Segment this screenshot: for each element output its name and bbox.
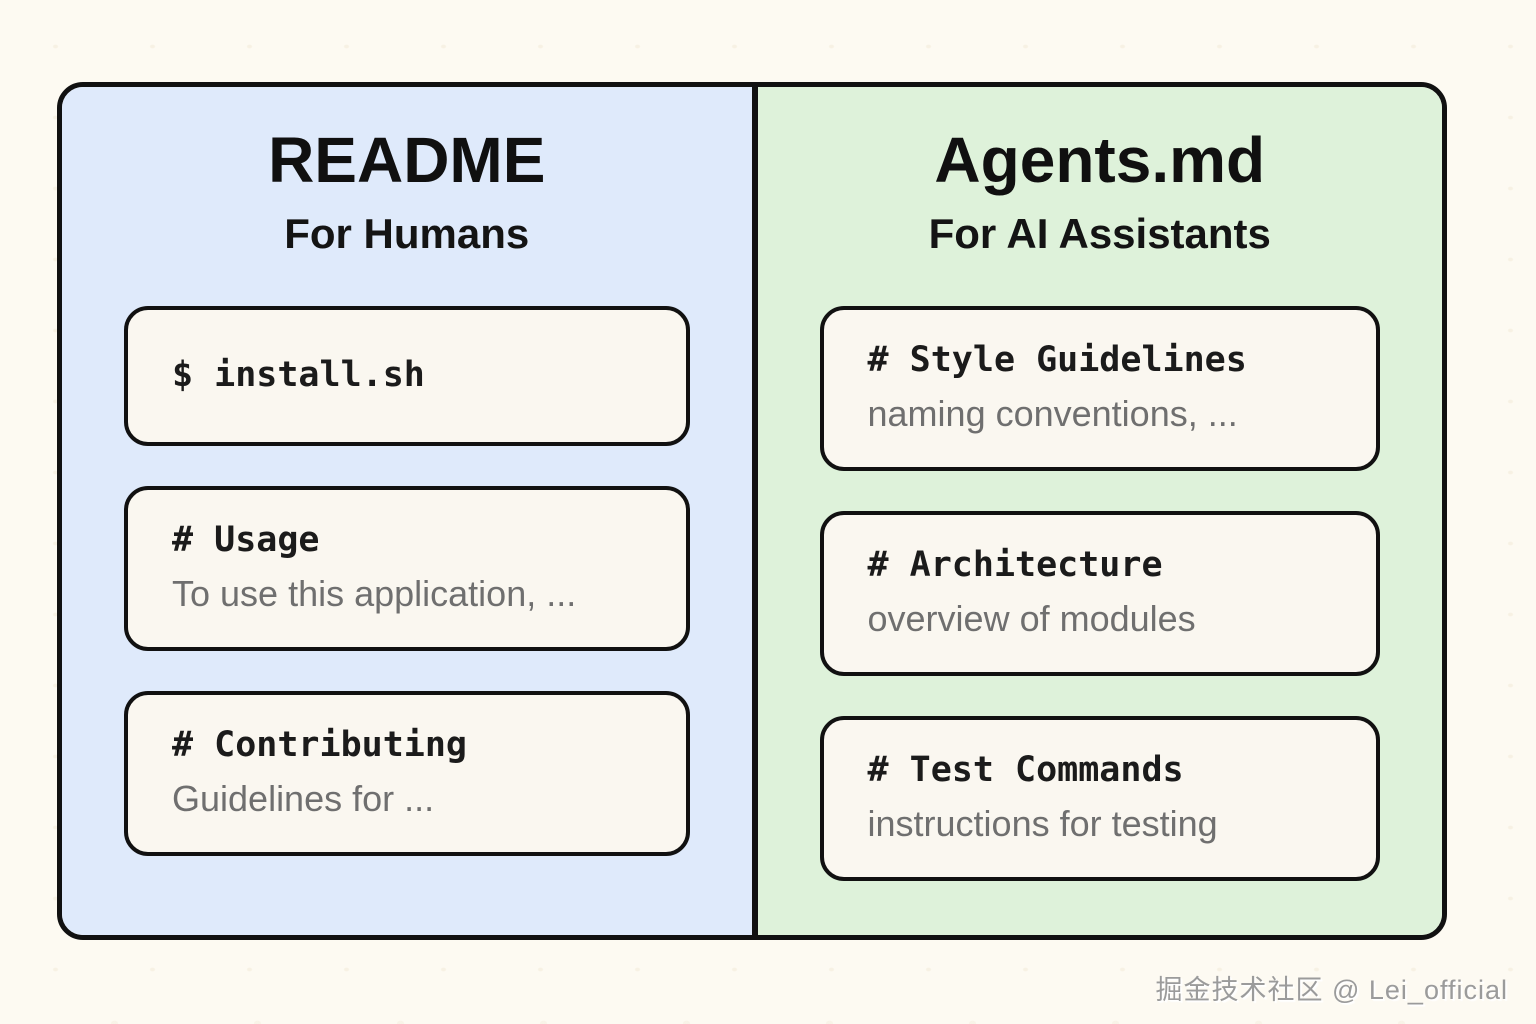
panel-readme: README For Humans $ install.sh # Usage T… [62,87,758,935]
card-description: overview of modules [867,597,1196,639]
card-test-commands: # Test Commands instructions for testing [819,715,1380,881]
panel-readme-title: README [268,124,546,196]
panel-agents-md: Agents.md For AI Assistants # Style Guid… [757,87,1442,935]
agents-cards: # Style Guidelines naming conventions, .… [758,305,1442,881]
card-usage: # Usage To use this application, ... [124,485,690,651]
watermark: 掘金技术社区 @ Lei_official [1155,975,1508,1005]
card-header: # Architecture [867,545,1163,586]
card-header: # Contributing [172,725,468,766]
card-header: # Style Guidelines [867,340,1247,381]
card-header: # Usage [172,520,320,561]
card-install-sh: $ install.sh [124,305,690,446]
card-description: To use this application, ... [172,572,577,614]
card-header: # Test Commands [867,750,1184,791]
panel-agents-subtitle: For AI Assistants [928,210,1271,258]
card-description: Guidelines for ... [172,777,435,819]
readme-vs-agentsmd-diagram: README For Humans $ install.sh # Usage T… [57,82,1447,940]
panel-agents-title: Agents.md [934,124,1266,196]
card-style-guidelines: # Style Guidelines naming conventions, .… [819,305,1380,471]
panel-readme-subtitle: For Humans [284,210,530,258]
card-description: naming conventions, ... [867,392,1238,434]
card-architecture: # Architecture overview of modules [819,510,1380,676]
card-contributing: # Contributing Guidelines for ... [124,690,690,856]
card-description: instructions for testing [867,802,1218,844]
card-header: $ install.sh [172,355,425,396]
readme-cards: $ install.sh # Usage To use this applica… [62,305,752,856]
